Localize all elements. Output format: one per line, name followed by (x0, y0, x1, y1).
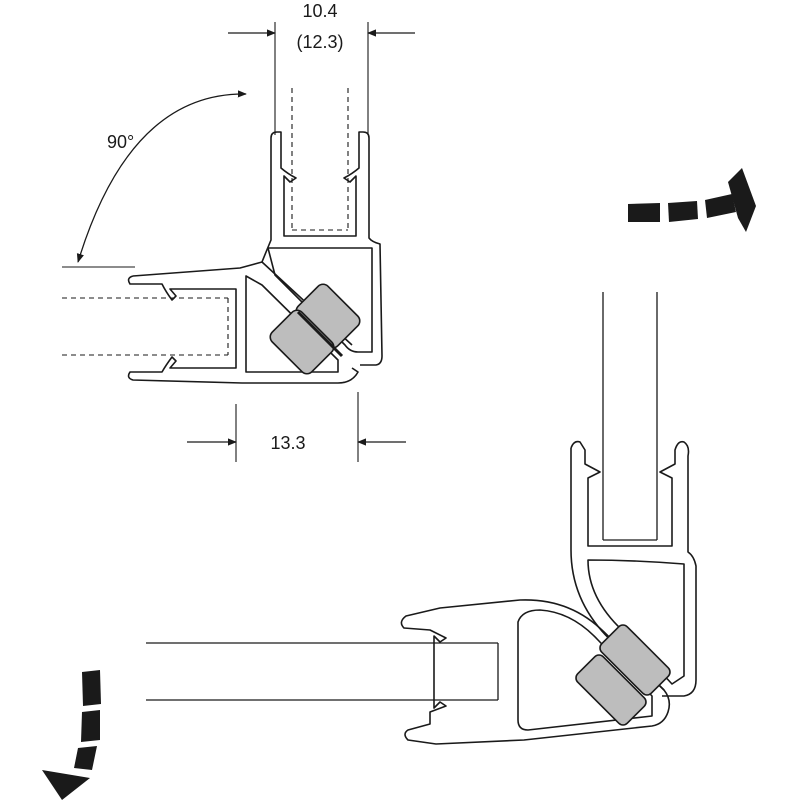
vertical-glass-dashed (291, 88, 349, 231)
dimension-angle: 90° (76, 90, 247, 263)
vertical-glass-solid (602, 292, 658, 541)
horizontal-profile-outer (127, 275, 359, 384)
dimension-bottom-width: 13.3 (187, 392, 406, 462)
horizontal-profile-chamber-open (517, 609, 653, 731)
horizontal-profile-chamber (245, 275, 339, 373)
dimension-top-width-value: 10.4 (302, 1, 337, 21)
dimension-bottom-width-value: 13.3 (270, 433, 305, 453)
vertical-profile-left-wall (261, 138, 353, 346)
dimension-top-width-alt: (12.3) (296, 32, 343, 52)
vertical-profile-outer-open (570, 440, 697, 697)
dimension-angle-value: 90° (107, 132, 134, 152)
bottom-profile-detail (146, 292, 697, 745)
vertical-profile-chamber (267, 247, 373, 353)
curved-arrow-right-icon (628, 168, 756, 232)
vertical-glass-extension-lines (274, 22, 369, 135)
top-profile-detail (62, 22, 383, 384)
curved-arrow-down-icon (42, 670, 101, 800)
magnet-strips (269, 283, 361, 375)
dimension-top-width: 10.4 (12.3) (228, 1, 415, 52)
magnet-strips-open (575, 624, 671, 726)
horizontal-profile-outer-open (400, 599, 671, 745)
horizontal-glass-dashed (62, 297, 229, 356)
horizontal-profile-top (132, 261, 263, 277)
horizontal-glass-solid (146, 642, 499, 701)
vertical-profile-chamber-open (587, 559, 685, 685)
vertical-profile-outer (270, 131, 383, 366)
